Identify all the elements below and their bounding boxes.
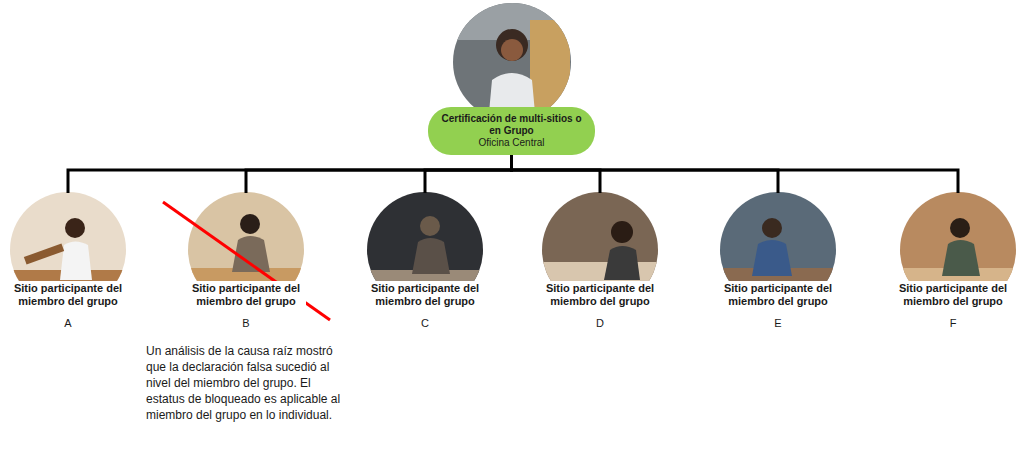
note-text: Un análisis de la causa raíz mostró que … (146, 343, 351, 423)
site-node: Sitio participante del miembro del grupo… (718, 193, 838, 330)
node-subtitle: Oficina Central (436, 137, 587, 149)
site-node: Sitio participante del miembro del grupo… (893, 193, 1013, 330)
node-subtitle: B (186, 317, 306, 330)
node-title: Sitio participante del miembro del grupo (365, 281, 485, 309)
node-subtitle: A (8, 317, 128, 330)
node-title: Sitio participante del miembro del grupo (8, 281, 128, 309)
site-node: Sitio participante del miembro del grupo… (8, 193, 128, 330)
hub-photo (450, 0, 574, 124)
node-subtitle: E (718, 317, 838, 330)
hub-pill: Certificación de multi-sitios o en Grupo… (428, 107, 595, 155)
tree-connector (512, 155, 601, 193)
node-title: Certificación de multi-sitios o en Grupo (436, 113, 587, 137)
node-title: Sitio participante del miembro del grupo (540, 281, 660, 309)
node-title: Sitio participante del miembro del grupo (718, 281, 838, 309)
site-node: Sitio participante del miembro del grupo… (540, 193, 660, 330)
node-subtitle: F (893, 317, 1013, 330)
site-node: Sitio participante del miembro del grupo… (186, 193, 306, 330)
node-title: Sitio participante del miembro del grupo (186, 281, 306, 309)
strike-line (163, 202, 330, 320)
tree-connector (246, 155, 512, 193)
tree-connector (68, 155, 512, 193)
tree-connector (512, 155, 959, 193)
site-node: Sitio participante del miembro del grupo… (365, 193, 485, 330)
node-subtitle: D (540, 317, 660, 330)
tree-connector (425, 155, 512, 193)
tree-connector (512, 155, 779, 193)
node-title: Sitio participante del miembro del grupo (893, 281, 1013, 309)
node-subtitle: C (365, 317, 485, 330)
